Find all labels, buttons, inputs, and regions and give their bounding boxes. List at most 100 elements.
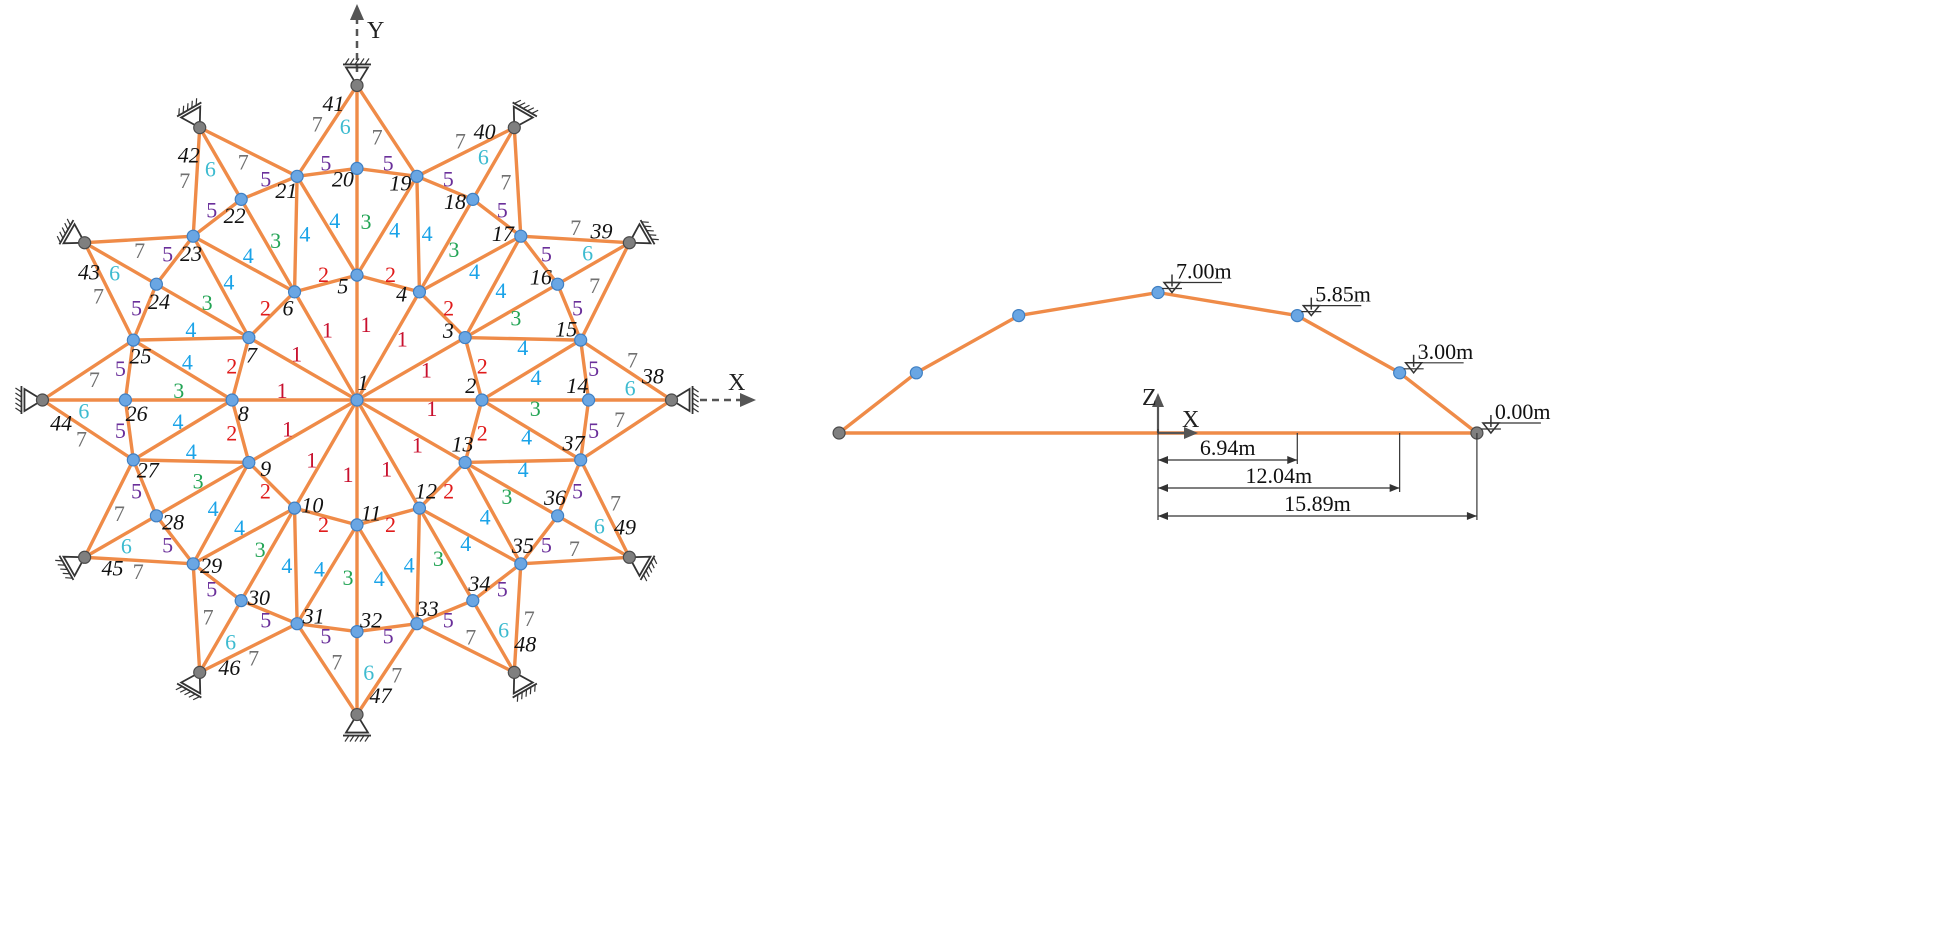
node-48 [507,665,521,679]
member-17-18 [471,197,523,238]
member-group-label: 5 [115,418,126,443]
node-21 [290,169,304,183]
member-group-label: 4 [223,270,234,295]
pin-support-icon [512,99,539,130]
member-18-19 [415,174,475,202]
member-group-label: 2 [443,295,454,320]
member-group-label: 4 [243,243,254,268]
member-group-label: 7 [589,273,600,298]
member-28-29 [154,514,195,566]
elevation-node [1151,285,1165,300]
node-42 [193,121,207,135]
node-label: 42 [178,143,200,168]
node-label: 22 [224,203,246,228]
member-1-3 [355,335,467,402]
member-group-label: 2 [260,479,271,504]
node-16 [551,277,565,291]
member-7-25 [131,335,251,342]
node-47 [350,707,364,722]
node-22 [234,192,248,206]
member-group-label: 2 [318,262,329,287]
member-5-19 [355,174,419,277]
member-group-label: 6 [78,399,89,424]
node-label: 3 [442,318,454,343]
node-label: 45 [102,555,124,580]
node-14 [582,393,596,407]
member-46-29 [191,562,202,675]
node-label: 31 [302,604,325,629]
node-31 [290,617,304,631]
member-13-35 [463,460,523,566]
member-13-36 [463,460,560,518]
member-group-label: 3 [530,396,541,421]
member-group-label: 7 [331,650,342,675]
elevation-node [1393,366,1407,380]
member-group-label: 3 [510,306,521,331]
member-43-24 [82,241,159,286]
level-label: 0.00m [1495,399,1551,424]
member-6-22 [239,197,297,294]
member-1-4 [355,290,422,402]
member-group-label: 3 [255,537,266,562]
node-label: 41 [323,91,345,116]
member-13-2 [463,398,484,465]
node-label: 14 [566,373,588,398]
member-42-22 [198,125,243,202]
node-label: 4 [396,282,407,307]
node-label: 47 [369,683,392,708]
member-group-label: 7 [114,501,125,526]
dimension-label: 12.04m [1246,463,1313,488]
node-label: 37 [562,430,586,455]
member-1-7 [247,335,359,402]
member-group-label: 4 [281,553,292,578]
node-label: 16 [530,265,552,290]
member-group-label: 2 [443,479,454,504]
member-group-label: 7 [372,124,383,149]
member-group-label: 4 [299,221,310,246]
node-18 [466,192,480,206]
member-group-label: 4 [173,409,184,434]
node-label: 34 [467,571,490,596]
node-7 [242,330,256,345]
member-6-23 [191,234,297,294]
member-4-5 [355,273,422,294]
node-label: 36 [543,485,566,510]
member-19-20 [355,166,419,179]
member-1-12 [355,398,422,510]
elevation-axes: ZX [1142,385,1199,439]
member-group-label: 1 [277,378,288,403]
elevation-member [837,371,919,435]
elevation-member [1397,371,1479,435]
node-39 [622,236,636,250]
member-40-18 [471,125,516,202]
member-group-label: 2 [477,421,488,446]
node-3 [458,330,472,345]
member-group-label: 3 [448,237,459,262]
node-label: 40 [474,119,496,144]
member-group-label: 2 [385,512,396,537]
member-40-17 [512,125,523,238]
member-27-28 [131,458,159,518]
member-16-17 [519,234,560,286]
x-axis-arrow-icon [740,393,756,407]
member-1-10 [292,398,359,510]
member-group-label: 3 [202,290,213,315]
node-45 [78,550,92,564]
node-4 [412,285,427,299]
member-46-31 [198,621,299,675]
member-1-13 [355,398,467,465]
member-group-label: 5 [206,198,217,223]
member-group-label: 6 [498,618,509,643]
member-group-label: 5 [320,624,331,649]
pin-support-icon [669,386,699,414]
member-9-29 [191,460,251,566]
member-group-label: 5 [260,167,271,192]
member-group-label: 7 [500,170,511,195]
member-11-31 [295,523,359,626]
node-label: 38 [641,364,664,389]
elevation-member [1017,290,1160,318]
member-group-label: 4 [186,439,197,464]
member-25-26 [123,338,136,402]
pin-support-icon [343,712,371,742]
